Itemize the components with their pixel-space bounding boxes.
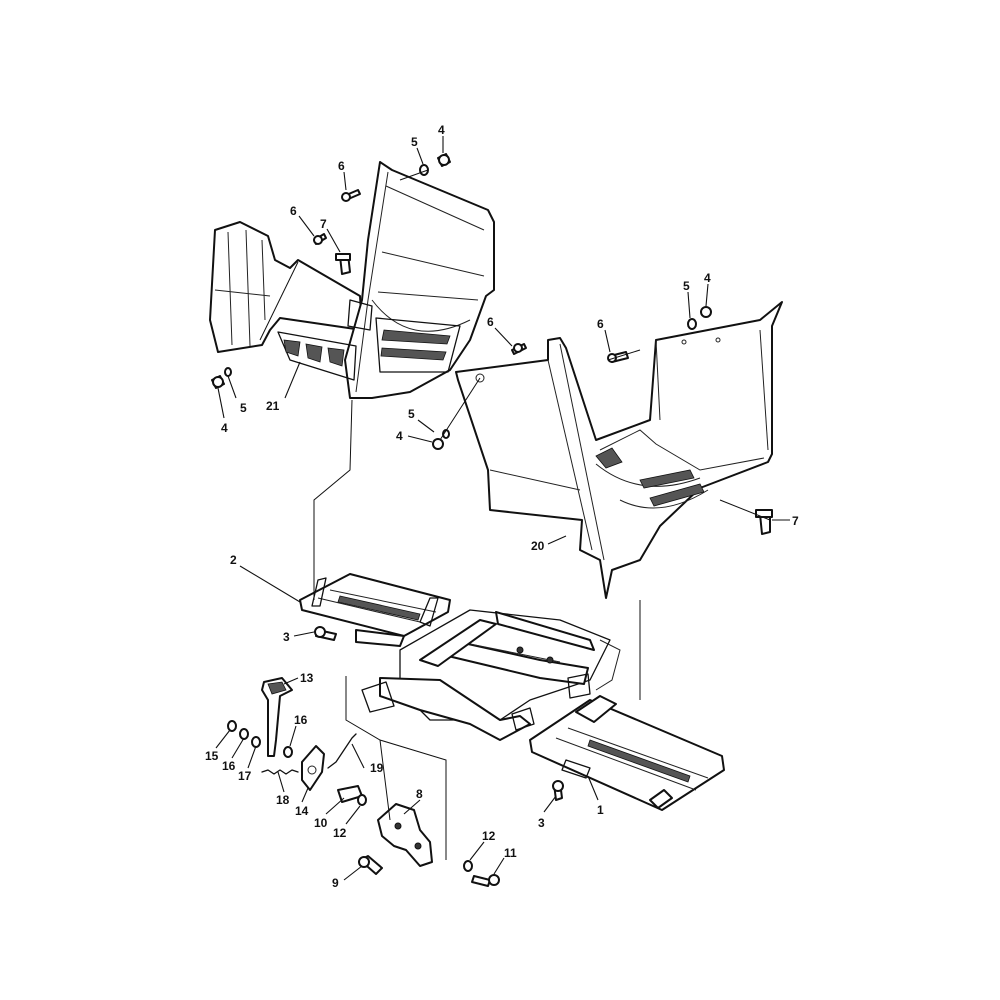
frame-section [361,609,621,741]
callout-19: 19 [370,761,384,775]
assembly-guide-lines [259,169,771,860]
callout-5-right: 5 [683,279,690,293]
callout-5-mid: 5 [408,407,415,421]
brake-pedal-linkage [227,677,500,887]
callout-17: 17 [238,769,252,783]
callout-6-left: 6 [290,204,297,218]
fasteners [211,153,773,801]
callout-12-b: 12 [482,829,496,843]
callout-9: 9 [332,876,339,890]
callout-3-left: 3 [283,630,290,644]
callout-6-mid: 6 [487,315,494,329]
callout-3-right: 3 [538,816,545,830]
callout-20: 20 [531,539,545,553]
callout-7-left: 7 [320,217,327,231]
callout-4-top: 4 [438,123,445,137]
callout-15: 15 [205,749,219,763]
callout-21: 21 [266,399,280,413]
right-footrest-fender [455,301,783,599]
left-footrest-bracket [299,573,451,647]
callout-5-top: 5 [411,135,418,149]
callout-4-left: 4 [221,421,228,435]
callout-leaders [215,136,790,881]
callout-5-left: 5 [240,401,247,415]
callout-7-right: 7 [792,514,799,528]
left-footrest-fender [209,161,495,399]
callout-labels: 4 5 6 6 7 5 4 21 5 4 6 6 5 4 7 20 2 3 13… [205,123,799,890]
callout-11: 11 [504,846,517,860]
callout-4-right: 4 [704,271,711,285]
callout-10: 10 [314,816,328,830]
callout-18: 18 [276,793,290,807]
callout-4-mid: 4 [396,429,403,443]
callout-2: 2 [230,553,237,567]
callout-13: 13 [300,671,314,685]
callout-8: 8 [416,787,423,801]
callout-6-top: 6 [338,159,345,173]
callout-12-a: 12 [333,826,347,840]
callout-14: 14 [295,804,309,818]
callout-16-a: 16 [294,713,308,727]
callout-1: 1 [597,803,604,817]
callout-6-right: 6 [597,317,604,331]
callout-16-b: 16 [222,759,236,773]
right-footrest-bracket [529,695,725,811]
